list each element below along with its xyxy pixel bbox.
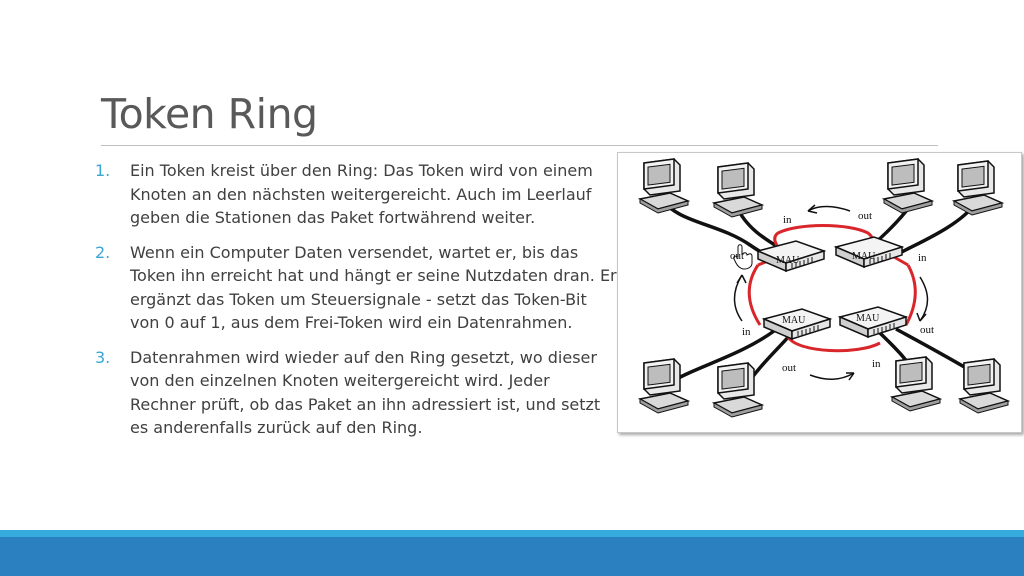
port-label: in	[742, 326, 751, 338]
port-label: in	[918, 252, 927, 264]
computer-icon	[891, 356, 941, 412]
computer-icon	[639, 158, 689, 214]
mau-hub-icon: MAU	[839, 306, 907, 338]
bullet-list: 1. Ein Token kreist über den Ring: Das T…	[95, 159, 620, 451]
diagram-canvas: MAU MAU MAU MAU	[639, 158, 1009, 418]
computer-icon	[883, 158, 933, 214]
mau-label: MAU	[856, 313, 880, 324]
mau-hub-icon: MAU	[757, 240, 825, 272]
list-item: 2. Wenn ein Computer Daten versendet, wa…	[95, 241, 620, 335]
mau-hub-icon: MAU	[763, 308, 831, 340]
port-label: out	[920, 324, 934, 336]
token-ring-diagram: MAU MAU MAU MAU	[617, 152, 1022, 433]
port-label: out	[858, 210, 872, 222]
list-text: Ein Token kreist über den Ring: Das Toke…	[130, 161, 593, 227]
list-number: 2.	[95, 242, 111, 262]
list-number: 3.	[95, 347, 111, 367]
slide-title: Token Ring	[101, 90, 318, 138]
list-text: Datenrahmen wird wieder auf den Ring ges…	[130, 347, 601, 438]
computer-icon	[959, 358, 1009, 414]
footer-accent-stripe	[0, 530, 1024, 537]
port-label: out	[730, 250, 744, 262]
list-text: Wenn ein Computer Daten versendet, warte…	[130, 242, 617, 333]
title-divider	[101, 145, 938, 146]
computer-icon	[953, 160, 1003, 216]
computer-icon	[639, 358, 689, 414]
list-item: 1. Ein Token kreist über den Ring: Das T…	[95, 159, 620, 230]
mau-label: MAU	[776, 255, 800, 266]
port-label: out	[782, 362, 796, 374]
mau-label: MAU	[782, 315, 806, 326]
computer-icon	[713, 162, 763, 218]
cables	[660, 197, 979, 390]
list-item: 3. Datenrahmen wird wieder auf den Ring …	[95, 346, 620, 440]
port-label: in	[783, 214, 792, 226]
list-number: 1.	[95, 161, 111, 180]
mau-label: MAU	[852, 251, 876, 262]
port-label: in	[872, 358, 881, 370]
footer-bar	[0, 537, 1024, 576]
arrow-icon	[733, 204, 929, 381]
hand-cursor-icon	[733, 244, 753, 270]
computer-icon	[713, 362, 763, 418]
mau-hub-icon: MAU	[835, 236, 903, 268]
